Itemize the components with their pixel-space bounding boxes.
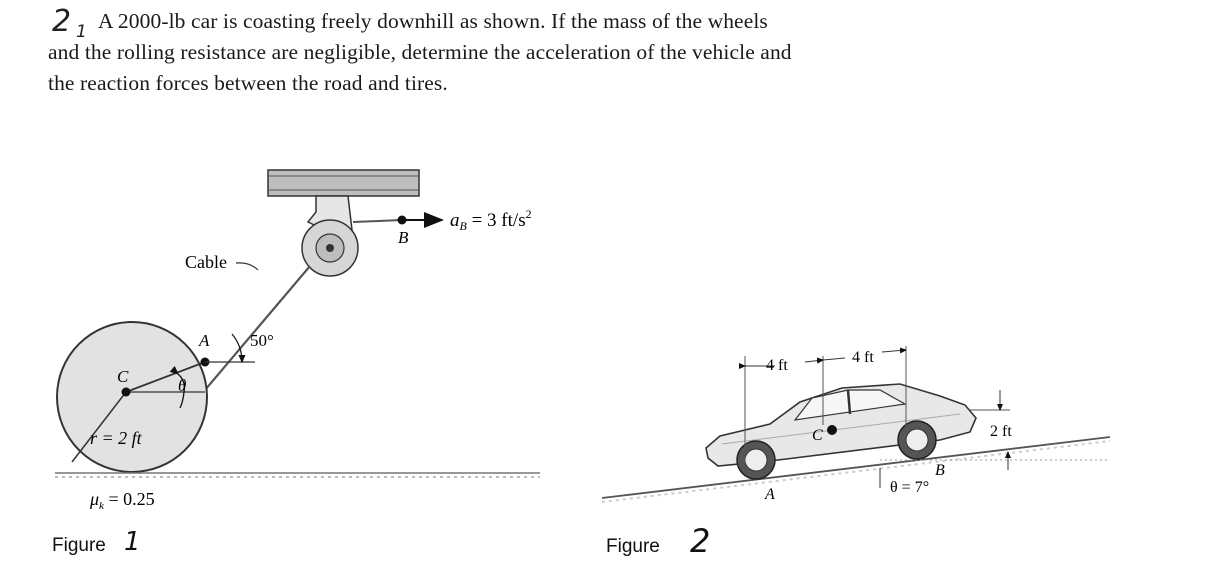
dimension-lines: [739, 346, 1011, 488]
pulley-wheel: [301, 219, 359, 277]
point-a-label-2: A: [764, 486, 775, 503]
spool-wheel: [56, 321, 208, 473]
point-a-label: A: [198, 331, 210, 350]
incline-angle-label: θ = 7°: [890, 479, 929, 496]
figure-1-diagram: Cable aB = 3 ft/s2 B A 50° C θ r = 2 ft …: [55, 169, 540, 512]
problem-line-3: the reaction forces between the road and…: [48, 71, 448, 95]
problem-line-2: and the rolling resistance are negligibl…: [48, 40, 792, 64]
acceleration-label: aB = 3 ft/s2: [450, 207, 532, 233]
theta-arc: [169, 365, 186, 393]
figure-1-caption: Figure: [52, 535, 106, 556]
theta-arc-lower: [179, 391, 185, 409]
angle-50-label: 50°: [250, 331, 274, 350]
front-wheel: [736, 440, 776, 480]
figure-2-caption: Figure: [606, 536, 660, 557]
ceiling-beam: [267, 169, 420, 197]
cable-segment: [204, 265, 311, 391]
dimension-4ft-1: 4 ft: [766, 357, 788, 374]
handwritten-problem-subscript: 1: [76, 22, 87, 42]
center-of-mass-dot: [827, 425, 837, 435]
rear-wheel: [897, 420, 937, 460]
incline-line: [601, 436, 1111, 499]
radius-label: r = 2 ft: [90, 428, 143, 448]
friction-label: μk = 0.25: [89, 489, 155, 512]
cable-leader-line: [235, 262, 259, 271]
point-b-label: B: [398, 228, 409, 247]
figure-2-handwritten-number: 2: [690, 522, 711, 560]
figure-2-diagram: 4 ft 4 ft 2 ft C A B θ = 7°: [601, 346, 1111, 503]
point-c-dot: [121, 387, 131, 397]
theta-label: θ: [178, 376, 186, 395]
dimension-4ft-2: 4 ft: [852, 349, 874, 366]
figure-1-handwritten-number: 1: [124, 527, 141, 557]
point-b-label-2: B: [935, 462, 945, 479]
handwritten-problem-number: 2: [52, 4, 72, 39]
angle-arc: [231, 333, 246, 364]
center-to-a-line: [125, 361, 206, 393]
point-c-label: C: [117, 367, 129, 386]
problem-line-1: A 2000-lb car is coasting freely downhil…: [98, 9, 768, 33]
problem-statement: A 2000-lb car is coasting freely downhil…: [48, 6, 948, 99]
point-c-label-2: C: [812, 427, 823, 444]
cable-label: Cable: [185, 252, 227, 272]
height-2ft-label: 2 ft: [990, 423, 1012, 440]
radius-line: [71, 391, 127, 463]
incline-hatching: [601, 440, 1111, 503]
cable-top-segment: [352, 219, 403, 223]
